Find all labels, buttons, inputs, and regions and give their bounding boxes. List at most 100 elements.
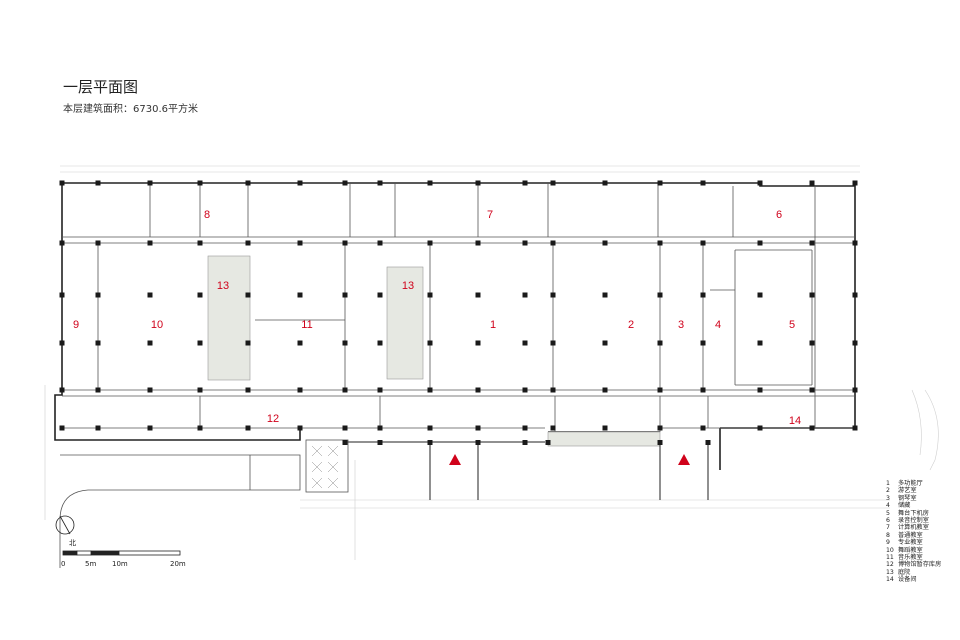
column [95, 292, 101, 298]
column [522, 292, 528, 298]
room-labels: 8 7 6 13 13 9 10 11 1 2 3 4 5 12 14 [73, 209, 801, 427]
site-context-lines [44, 165, 939, 560]
column [852, 340, 858, 346]
column [809, 240, 815, 246]
legend-item-number: 10 [886, 546, 894, 554]
column [427, 340, 433, 346]
column [342, 387, 348, 393]
column [475, 340, 481, 346]
legend-item-number: 11 [886, 554, 894, 562]
column [700, 387, 706, 393]
room-label-13b: 13 [402, 280, 414, 292]
column [475, 387, 481, 393]
column [809, 387, 815, 393]
legend-item-name: 专业教室 [898, 539, 923, 547]
column [245, 240, 251, 246]
legend-item-name: 计算机教室 [898, 524, 929, 532]
column [700, 340, 706, 346]
column [657, 292, 663, 298]
column [602, 425, 608, 431]
legend-item-number: 1 [886, 480, 890, 487]
column [147, 387, 153, 393]
entry-canopy [547, 431, 661, 447]
column [245, 387, 251, 393]
room-label-6: 6 [776, 209, 782, 221]
column [59, 340, 65, 346]
column [852, 180, 858, 186]
legend-item-name: 钢琴室 [898, 494, 917, 502]
column [377, 292, 383, 298]
column [757, 340, 763, 346]
column [852, 292, 858, 298]
room-label-1: 1 [490, 319, 496, 331]
legend-item-number: 14 [886, 576, 894, 584]
column [522, 440, 528, 445]
room-label-9: 9 [73, 319, 79, 331]
column [197, 292, 203, 298]
column [342, 240, 348, 246]
room-label-13a: 13 [217, 280, 229, 292]
column [197, 240, 203, 246]
column [95, 240, 101, 246]
legend-item-number: 6 [886, 517, 890, 525]
column [852, 425, 858, 431]
column [700, 425, 706, 431]
room-label-7: 7 [487, 209, 493, 221]
legend-item-name: 游艺室 [898, 487, 917, 495]
legend-item-number: 5 [886, 509, 890, 517]
column [700, 180, 706, 186]
legend-item-number: 7 [886, 524, 890, 532]
column [147, 340, 153, 346]
column [657, 425, 663, 431]
room-label-8: 8 [204, 209, 210, 221]
column [852, 240, 858, 246]
entrance-marker-east [678, 454, 690, 465]
column [757, 425, 763, 431]
column [475, 240, 481, 246]
column [342, 425, 348, 431]
room-label-3: 3 [678, 319, 684, 331]
structural-columns [59, 180, 858, 445]
column [757, 240, 763, 246]
entrance-lines [345, 441, 709, 500]
column [342, 440, 348, 445]
legend-item-number: 2 [886, 487, 890, 495]
column [545, 440, 551, 445]
column [95, 340, 101, 346]
legend-item-name: 设备间 [898, 576, 917, 584]
legend-item-number: 4 [886, 502, 890, 510]
column [475, 440, 481, 445]
north-label: 北 [69, 539, 76, 547]
column [297, 425, 303, 431]
legend-item-number: 13 [886, 568, 894, 576]
column [342, 340, 348, 346]
column [245, 340, 251, 346]
column [550, 425, 556, 431]
courtyard-13-east [386, 266, 424, 380]
column [705, 440, 711, 445]
column [427, 387, 433, 393]
scale-label-0: 0 [61, 560, 66, 568]
column [522, 387, 528, 393]
column [377, 340, 383, 346]
column [757, 387, 763, 393]
column [59, 240, 65, 246]
column [602, 240, 608, 246]
column [377, 440, 383, 445]
legend-item-number: 12 [886, 561, 894, 569]
column [522, 425, 528, 431]
column [657, 387, 663, 393]
column [475, 292, 481, 298]
column [297, 180, 303, 186]
legend-item-name: 音乐教室 [898, 554, 923, 562]
legend-item-number: 9 [886, 539, 890, 547]
column [809, 340, 815, 346]
